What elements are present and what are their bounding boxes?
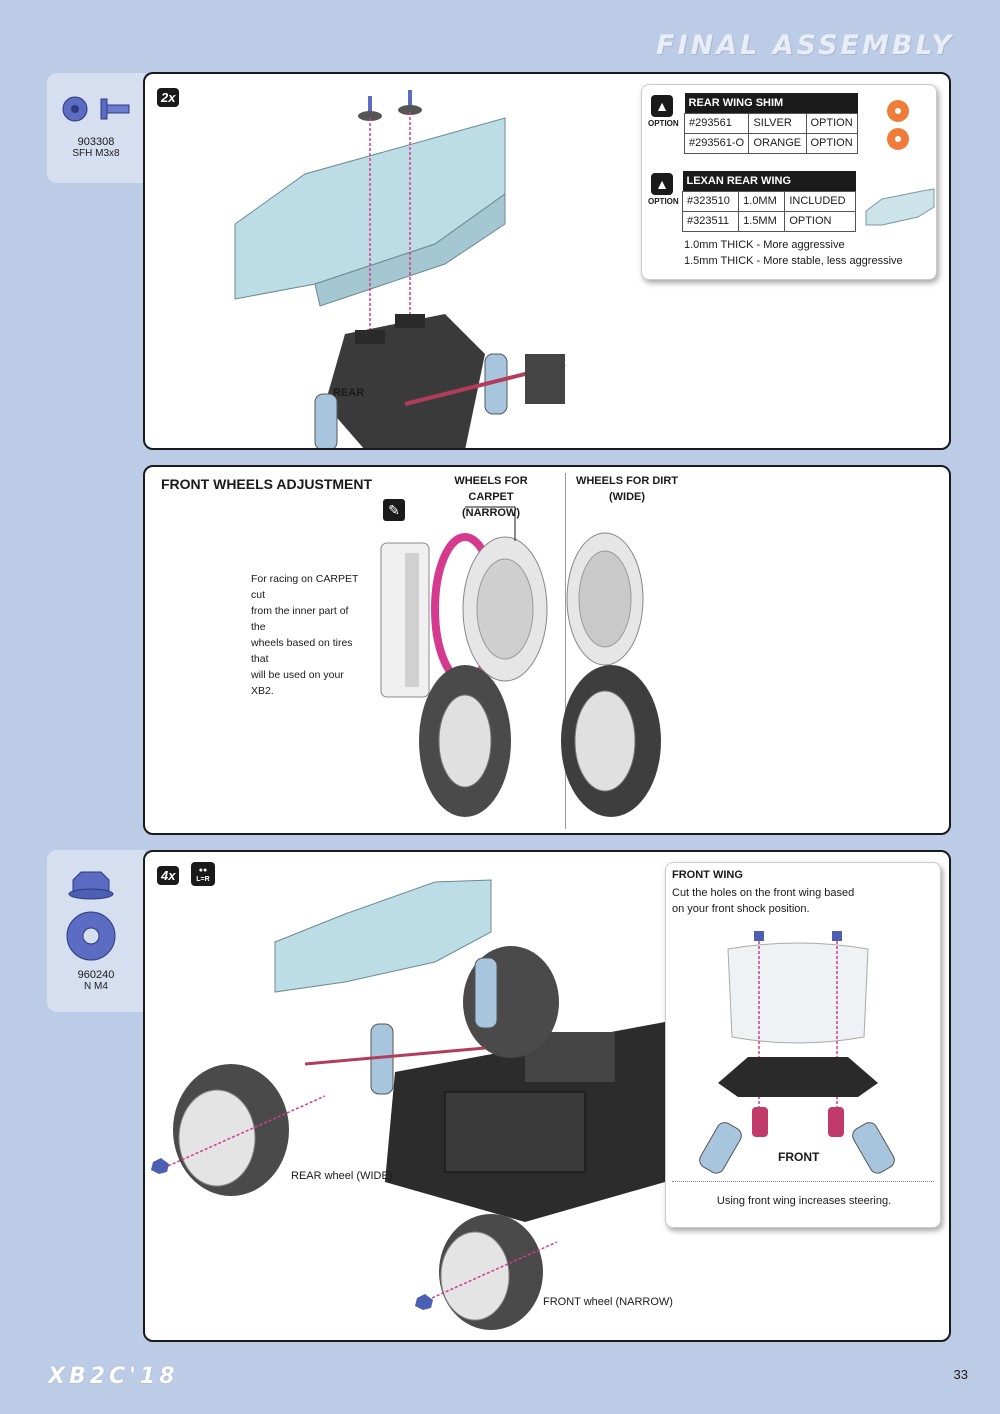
part-tab-screw: 903308 SFH M3x8 <box>47 73 145 183</box>
lexan-wing-thumbnail <box>865 188 935 226</box>
page-section-title: FINAL ASSEMBLY <box>656 30 954 61</box>
part-number: 960240 <box>77 969 115 981</box>
countersunk-screw-icon <box>62 96 130 122</box>
panel-title: FRONT WHEELS ADJUSTMENT <box>161 476 373 492</box>
note-line: 1.0mm THICK - More aggressive <box>684 239 845 251</box>
rear-wing-shim-table: REAR WING SHIM #293561 SILVER OPTION #29… <box>683 93 858 154</box>
wing-shim-orange-icon <box>887 100 909 150</box>
part-name: N M4 <box>84 981 108 992</box>
table-title: LEXAN REAR WING <box>682 171 856 191</box>
thumbs-up-icon: ▲ <box>651 173 673 195</box>
rear-label: REAR <box>333 387 365 399</box>
front-wing-text: on your front shock position. <box>672 903 810 915</box>
options-card: ▲ OPTION REAR WING SHIM #293561 SILVER O… <box>641 84 937 280</box>
quantity-badge: 4x <box>157 866 180 885</box>
thumbs-up-icon: ▲ <box>651 95 673 117</box>
quantity-badge: 2x <box>157 88 180 107</box>
note-line: 1.5mm THICK - More stable, less aggressi… <box>684 255 903 267</box>
dirt-label: WHEELS FOR DIRT(WIDE) <box>575 475 679 503</box>
front-wing-card: FRONT WING Cut the holes on the front wi… <box>665 862 941 1228</box>
step-panel-rear-wing: 2x REAR ▲ OPTION REAR WING SHIM #293561 <box>143 72 951 450</box>
instructions: For racing on CARPET cut from the inner … <box>251 573 359 697</box>
rear-wheel-label: REAR wheel (WIDE) <box>291 1170 393 1182</box>
model-logo: XB2C'18 <box>48 1364 179 1389</box>
front-wing-illustration <box>699 931 895 1174</box>
front-wheel-label: FRONT wheel (NARROW) <box>543 1296 673 1308</box>
nut-icon <box>66 871 116 961</box>
front-wing-text: Cut the holes on the front wing based <box>672 887 855 899</box>
front-wing-note: Using front wing increases steering. <box>716 1195 892 1207</box>
table-row: #323510 1.0MM INCLUDED <box>681 190 856 212</box>
wheels-illustration <box>380 506 661 817</box>
part-number: 903308 <box>77 136 115 148</box>
table-row: #323511 1.5MM OPTION <box>681 210 856 232</box>
rear-wing-illustration <box>234 90 566 448</box>
part-tab-nut: 960240 N M4 <box>47 850 145 1012</box>
table-row: #293561 SILVER OPTION <box>683 112 858 134</box>
carpet-label: WHEELS FOR CARPET(NARROW) <box>454 475 528 519</box>
part-name: SFH M3x8 <box>72 148 120 159</box>
front-wing-title: FRONT WING <box>672 869 743 881</box>
option-icon: ▲ OPTION <box>648 95 679 128</box>
cutter-icon: ✎ <box>383 499 405 521</box>
step-panel-front-wheels: FRONT WHEELS ADJUSTMENT WHEELS FOR CARPE… <box>143 465 951 835</box>
car-assembly-illustration <box>151 879 665 1330</box>
option-icon: ▲ OPTION <box>648 173 679 206</box>
divider <box>672 1181 934 1182</box>
front-label: FRONT <box>778 1150 820 1164</box>
step-panel-final: 4x ●●L=R REAR wheel (WIDE) FRONT wheel (… <box>143 850 951 1342</box>
page-number: 33 <box>953 1367 968 1382</box>
table-title: REAR WING SHIM <box>684 93 858 113</box>
table-row: #293561-O ORANGE OPTION <box>683 132 858 154</box>
left-right-badge: ●●L=R <box>191 862 215 886</box>
divider <box>565 473 566 829</box>
lexan-rear-wing-table: LEXAN REAR WING #323510 1.0MM INCLUDED #… <box>681 171 856 232</box>
